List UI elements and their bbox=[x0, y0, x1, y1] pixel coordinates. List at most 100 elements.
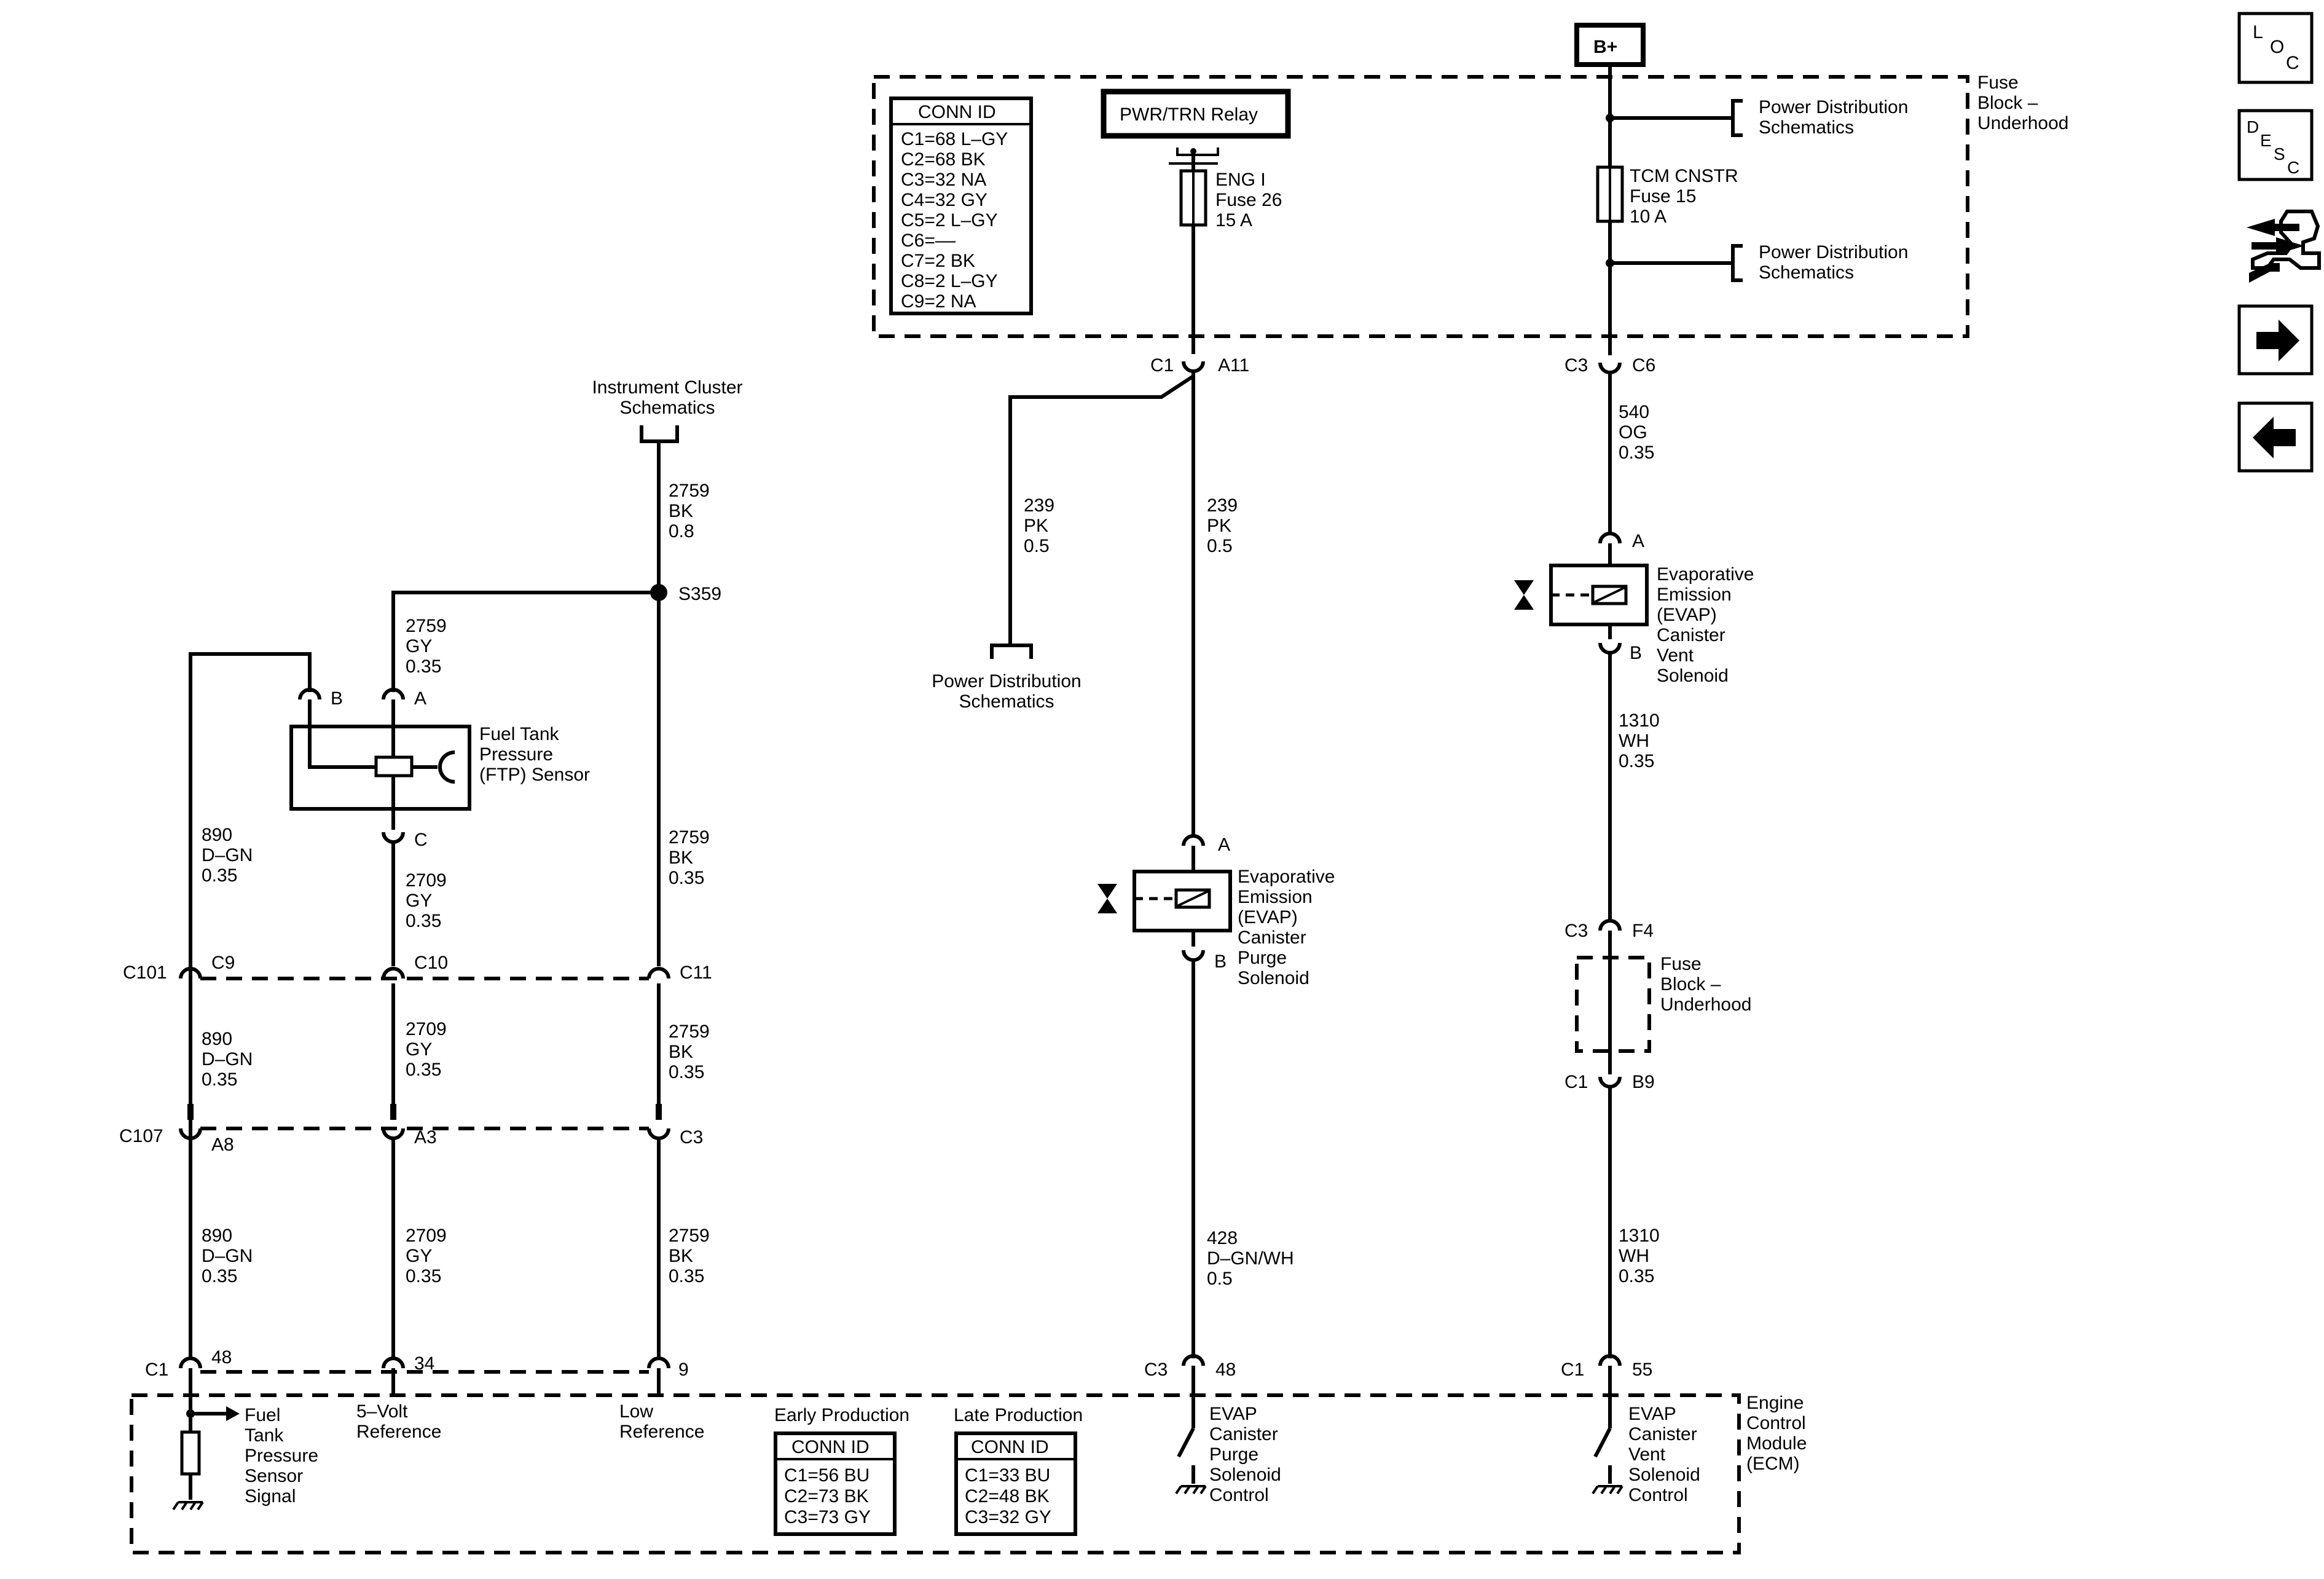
conn-id-table-top: CONN ID C1=68 L–GY C2=68 BK C3=32 NA C4=… bbox=[889, 96, 1033, 315]
vent-pin-b: B bbox=[1630, 643, 1642, 663]
ftp-pin-a: A bbox=[414, 688, 426, 709]
relay-label: PWR/TRN Relay bbox=[1120, 104, 1258, 125]
ftp-pin-c: C bbox=[414, 830, 428, 850]
conn-c1-b9-c1: C1 bbox=[1564, 1072, 1588, 1092]
c3-left-label: C3 bbox=[680, 1127, 703, 1148]
ecm-9-label: 9 bbox=[678, 1360, 689, 1380]
c11-label: C11 bbox=[680, 963, 712, 983]
late-conn-row: C1=33 BU bbox=[965, 1465, 1050, 1486]
ecm-c1-55-c1: C1 bbox=[1561, 1360, 1584, 1380]
ecm-34-label: 34 bbox=[414, 1353, 434, 1374]
conn-id-row: C4=32 GY bbox=[901, 190, 987, 210]
late-conn-row: C3=32 GY bbox=[965, 1507, 1051, 1527]
purge-pin-a: A bbox=[1218, 835, 1230, 855]
conn-c6-label: C6 bbox=[1632, 355, 1655, 376]
nav-loc-button[interactable]: L O C bbox=[2237, 12, 2314, 84]
desc-letter: E bbox=[2260, 131, 2272, 150]
conn-id-row: C5=2 L–GY bbox=[901, 210, 998, 230]
a3-label: A3 bbox=[414, 1127, 437, 1148]
tools-icon[interactable] bbox=[2247, 210, 2321, 283]
desc-letter: C bbox=[2287, 158, 2299, 177]
splice-s359-label: S359 bbox=[678, 584, 721, 604]
conn-c3-f4-f4: F4 bbox=[1632, 921, 1654, 941]
late-production-title: Late Production bbox=[954, 1405, 1083, 1425]
early-conn-row: C3=73 GY bbox=[784, 1507, 871, 1527]
ecm-48-label: 48 bbox=[1215, 1360, 1236, 1380]
conn-c3-f4-c3: C3 bbox=[1564, 921, 1588, 941]
conn-a11-label: A11 bbox=[1218, 355, 1249, 376]
ecm-48-left-label: 48 bbox=[211, 1347, 232, 1368]
bplus-label: B+ bbox=[1593, 37, 1617, 57]
purge-pin-b: B bbox=[1214, 951, 1227, 972]
conn-id-title: CONN ID bbox=[918, 102, 996, 122]
early-production-title: Early Production bbox=[774, 1405, 909, 1425]
prev-page-button[interactable] bbox=[2237, 401, 2314, 473]
conn-c1-label: C1 bbox=[1150, 355, 1174, 376]
early-conn-row: C2=73 BK bbox=[784, 1486, 869, 1506]
ftp-pin-b: B bbox=[331, 688, 343, 709]
arrow-left-icon bbox=[2253, 417, 2296, 459]
next-page-button[interactable] bbox=[2237, 304, 2314, 376]
conn-id-row: C9=2 NA bbox=[901, 291, 976, 312]
ecm-c1-label: C1 bbox=[145, 1360, 168, 1380]
conn-id-row: C1=68 L–GY bbox=[901, 129, 1008, 149]
conn-id-row: C3=32 NA bbox=[901, 170, 986, 190]
early-conn-row: C1=56 BU bbox=[784, 1465, 870, 1486]
early-conn-id-header: CONN ID bbox=[791, 1437, 870, 1457]
arrow-right-icon bbox=[2256, 320, 2299, 361]
late-conn-row: C2=48 BK bbox=[965, 1486, 1050, 1506]
battery-positive: B+ bbox=[1574, 23, 1646, 67]
ecm-c1-55-55: 55 bbox=[1632, 1360, 1652, 1380]
ecm-connector-row: C1 48 34 9 bbox=[145, 1347, 689, 1396]
nav-desc-button[interactable]: D E S C bbox=[2237, 109, 2314, 181]
vent-pin-a: A bbox=[1632, 531, 1644, 551]
conn-id-row: C8=2 L–GY bbox=[901, 271, 998, 291]
c101-label: C101 bbox=[123, 963, 167, 983]
desc-letter: D bbox=[2247, 117, 2259, 136]
conn-id-row: C7=2 BK bbox=[901, 251, 975, 271]
loc-letter: O bbox=[2270, 37, 2284, 57]
pwr-trn-relay: PWR/TRN Relay bbox=[1101, 89, 1291, 165]
a8-label: A8 bbox=[211, 1135, 234, 1155]
